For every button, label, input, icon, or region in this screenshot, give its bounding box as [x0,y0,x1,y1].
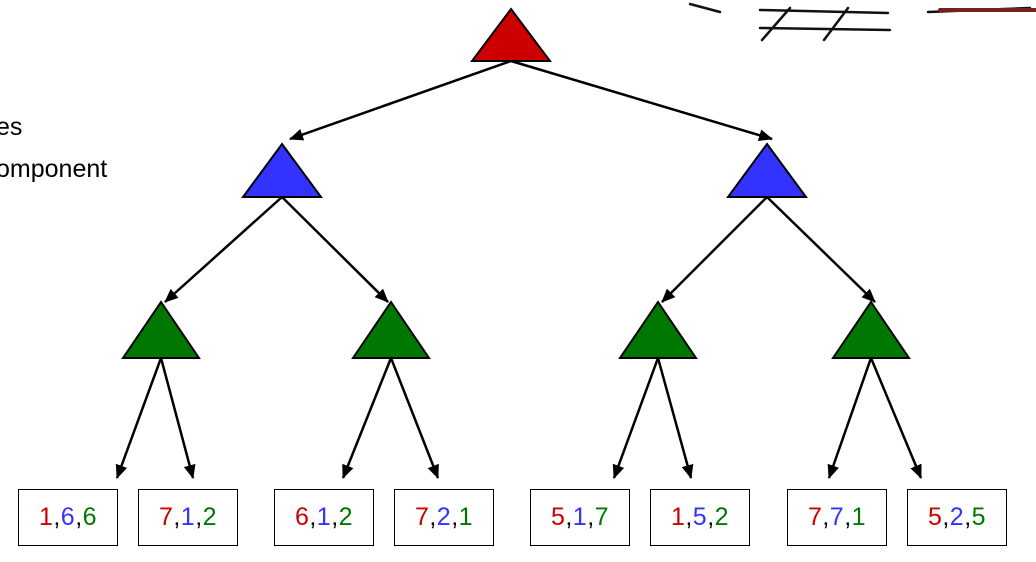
payoff-separator: , [173,503,181,531]
side-text-line-1: es [0,113,23,141]
payoff-leaf-8: 5,2,5 [907,489,1007,546]
edge-l1-1-to-l2-1 [164,196,283,303]
side-text-line-3: l [0,194,2,219]
scribble-marks [688,2,1036,42]
tree-nodes [121,7,911,359]
payoff-value-player-3: 1 [458,503,474,531]
level2-node-triangle-2 [351,300,431,359]
payoff-value-player-2: 2 [949,503,965,531]
payoff-value-player-3: 1 [851,503,867,531]
payoff-value-player-1: 7 [807,503,823,531]
payoff-separator: , [565,503,573,531]
level2-node-triangle-4 [831,300,911,359]
payoff-value-player-3: 2 [714,503,730,531]
payoff-value-player-1: 7 [414,503,430,531]
payoff-value-player-3: 7 [594,503,610,531]
edge-l2-to-leaf-7 [827,357,873,479]
payoff-separator: , [451,503,459,531]
payoff-separator: , [964,503,972,531]
payoff-value-player-1: 1 [670,503,686,531]
payoff-value-player-1: 5 [927,503,943,531]
edge-l2-to-leaf-6 [656,357,694,479]
payoff-separator: , [587,503,595,531]
payoff-value-player-2: 1 [572,503,588,531]
edge-l2-to-leaf-2 [159,357,196,479]
payoff-separator: , [685,503,693,531]
payoff-value-player-3: 2 [202,503,218,531]
edge-l2-to-leaf-3 [341,357,393,479]
payoff-separator: , [844,503,852,531]
payoff-leaf-1: 1,6,6 [18,489,118,546]
root-node-triangle [470,7,552,62]
payoff-value-player-3: 2 [338,503,354,531]
edge-l1-2-to-l2-3 [661,196,768,303]
payoff-value-player-2: 2 [436,503,452,531]
payoff-separator: , [707,503,715,531]
payoff-leaf-2: 7,1,2 [138,489,238,546]
payoff-separator: , [331,503,339,531]
payoff-separator: , [309,503,317,531]
edge-l2-to-leaf-5 [612,357,660,479]
payoff-value-player-1: 7 [158,503,174,531]
payoff-value-player-2: 5 [692,503,708,531]
payoff-value-player-1: 1 [38,503,54,531]
payoff-value-player-1: 5 [550,503,566,531]
payoff-leaf-3: 6,1,2 [274,489,374,546]
tree-edges [115,59,923,479]
edge-l2-to-leaf-1 [115,357,163,479]
edge-root-to-right [510,59,773,142]
payoff-value-player-3: 5 [971,503,987,531]
payoff-value-player-1: 6 [294,503,310,531]
payoff-leaf-5: 5,1,7 [530,489,630,546]
payoff-separator: , [53,503,61,531]
payoff-value-player-2: 1 [316,503,332,531]
level2-node-triangle-1 [121,300,201,359]
payoff-value-player-3: 6 [82,503,98,531]
level2-node-triangle-3 [618,300,698,359]
payoff-separator: , [195,503,203,531]
edge-root-to-left [289,59,512,141]
payoff-value-player-2: 6 [60,503,76,531]
edge-l1-2-to-l2-4 [766,196,876,303]
payoff-leaf-6: 1,5,2 [650,489,750,546]
payoff-separator: , [942,503,950,531]
side-text-line-2: omponent [0,155,108,183]
payoff-separator: , [75,503,83,531]
edge-l2-to-leaf-8 [869,357,923,479]
edge-l2-to-leaf-4 [389,357,440,479]
level1-node-triangle-1 [241,142,323,198]
payoff-value-player-2: 7 [829,503,845,531]
payoff-separator: , [429,503,437,531]
payoff-leaf-7: 7,7,1 [787,489,887,546]
payoff-value-player-2: 1 [180,503,196,531]
payoff-leaf-4: 7,2,1 [394,489,494,546]
payoff-separator: , [822,503,830,531]
edge-l1-1-to-l2-2 [281,196,389,303]
level1-node-triangle-2 [726,142,808,198]
